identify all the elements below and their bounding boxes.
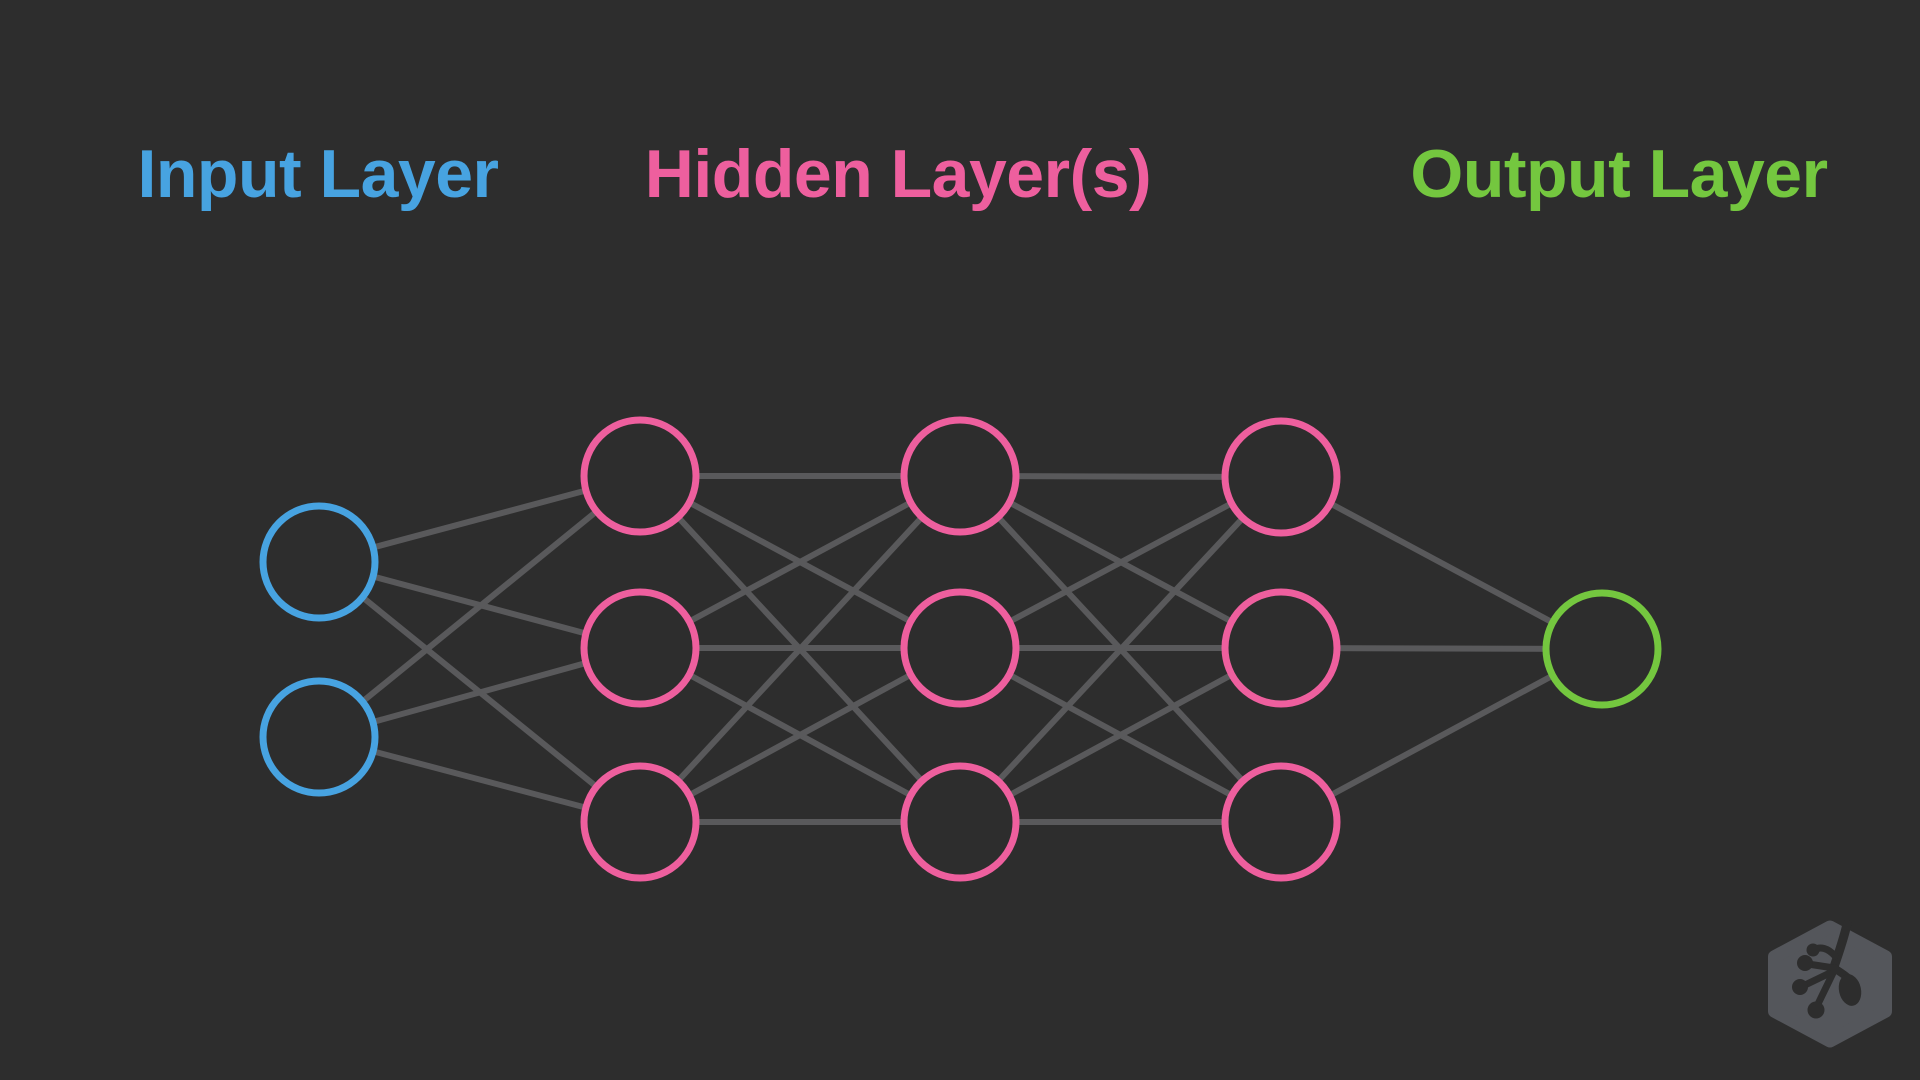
hidden-layer-1-node-1 xyxy=(580,416,700,536)
hidden-layer-1-node-2 xyxy=(580,588,700,708)
logo-tree-branch xyxy=(1792,920,1862,1019)
edge-hidden-layer-2-to-hidden-layer-3 xyxy=(958,474,1283,651)
output-layer-node-1 xyxy=(1542,589,1662,709)
branch-finger xyxy=(1813,969,1837,1010)
input-layer-node-1 xyxy=(259,502,379,622)
branch-knob xyxy=(1806,943,1820,957)
hidden-layer-2-node-3 xyxy=(900,762,1020,882)
hidden-layer-2-node-1 xyxy=(900,416,1020,536)
edge-input-layer-to-hidden-layer-1 xyxy=(317,473,642,740)
hidden-layer-1-node-3 xyxy=(580,762,700,882)
edge-hidden-layer-1-to-hidden-layer-2 xyxy=(638,645,962,825)
edge-hidden-layer-2-to-hidden-layer-3 xyxy=(957,474,1284,825)
hidden-layer-label: Hidden Layer(s) xyxy=(644,136,1152,212)
edge-hidden-layer-3-to-output-layer xyxy=(1279,646,1604,825)
edge-hidden-layer-3-to-output-layer xyxy=(1279,474,1604,652)
hidden-layer-2-node-2 xyxy=(900,588,1020,708)
branch-leaf-blob xyxy=(1838,974,1862,1006)
edge-hidden-layer-1-to-hidden-layer-2 xyxy=(637,473,963,825)
branch-finger xyxy=(1799,967,1838,990)
input-layer-label: Input Layer xyxy=(137,136,500,212)
edge-hidden-layer-2-to-hidden-layer-3 xyxy=(958,645,1283,825)
branch-knob xyxy=(1792,979,1808,995)
edge-hidden-layer-1-to-hidden-layer-2 xyxy=(638,473,962,651)
output-layer-label: Output Layer xyxy=(1410,136,1828,212)
branch-stem xyxy=(1829,920,1852,972)
input-layer-node-2 xyxy=(259,677,379,797)
treehouse-logo xyxy=(1768,920,1892,1048)
branch-knob xyxy=(1797,955,1813,971)
hidden-layer-3-node-1 xyxy=(1221,417,1341,537)
branch-knob xyxy=(1807,1001,1825,1019)
hidden-layer-3-node-2 xyxy=(1221,588,1341,708)
hidden-layer-3-node-3 xyxy=(1221,762,1341,882)
